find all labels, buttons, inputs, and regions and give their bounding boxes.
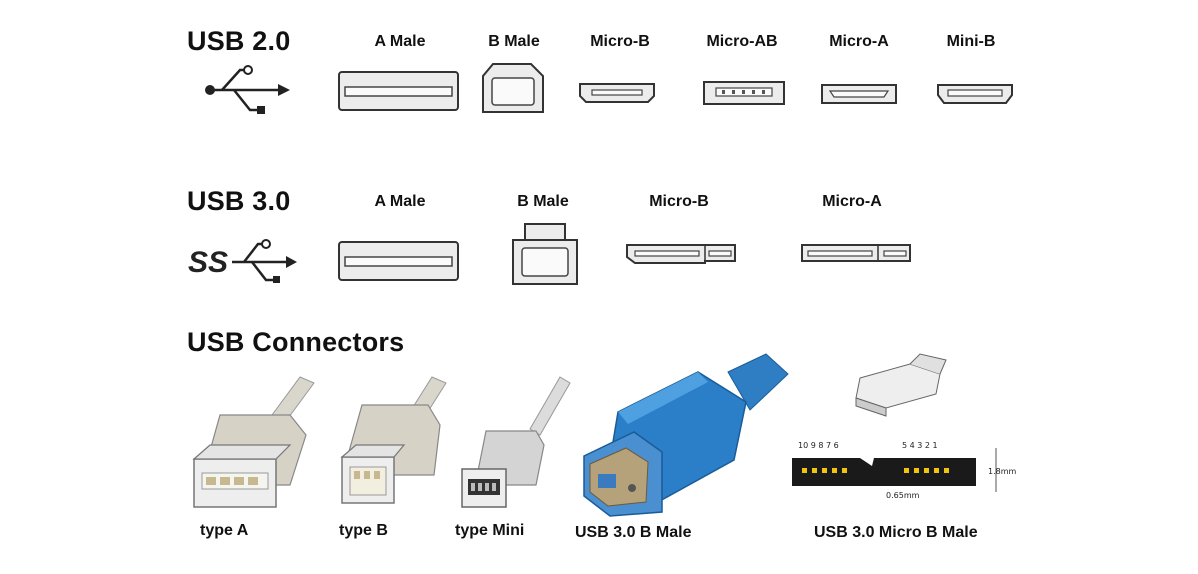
usb2-label-micro-b: Micro-B [590,33,650,50]
caption-usb3-b-male: USB 3.0 B Male [575,524,692,541]
usb2-a-male-shape [338,71,459,111]
usb3-micro-a-shape [801,244,911,262]
usb2-micro-ab-shape [703,81,785,105]
usb-trident-icon [205,65,290,114]
usb3-label-micro-b: Micro-B [649,193,709,210]
usb2-micro-b-shape [579,83,655,103]
usb2-b-male-shape [482,63,544,113]
caption-type-b: type B [339,522,388,539]
dim-height-label: 1.8mm [988,467,1017,476]
usb3-a-male-shape [338,241,459,281]
usb3-micro-b-shape [626,244,736,264]
pin-numbers-left: 10 9 8 7 6 [798,441,839,450]
type-mini-connector-illustration [461,376,571,508]
usb3-title: USB 3.0 [187,186,291,216]
usb2-title: USB 2.0 [187,26,291,56]
usb2-label-mini-b: Mini-B [946,33,996,50]
usb3-b-male-shape [512,223,578,285]
usb2-label-micro-ab: Micro-AB [706,33,778,50]
usb3-label-b-male: B Male [517,193,569,210]
usb3-label-micro-a: Micro-A [822,193,882,210]
usb3-label-a-male: A Male [374,193,426,210]
usb2-label-micro-a: Micro-A [829,33,889,50]
caption-type-a: type A [200,522,249,539]
connectors-title: USB Connectors [187,327,405,357]
type-a-connector-illustration [192,376,315,508]
pin-numbers-right: 5 4 3 2 1 [902,441,938,450]
usb-superspeed-icon: SS [188,239,297,283]
usb2-micro-a-shape [821,84,897,104]
usb3-b-male-blue-connector-illustration [583,353,789,517]
usb2-mini-b-shape [937,84,1013,104]
dim-gap-label: 0.65mm [886,491,920,500]
ss-logo-text: SS [188,246,228,279]
caption-usb3-micro-b-male: USB 3.0 Micro B Male [814,524,978,541]
usb2-label-a-male: A Male [374,33,426,50]
usb2-label-b-male: B Male [488,33,540,50]
caption-type-mini: type Mini [455,522,525,539]
type-b-connector-illustration [340,376,447,504]
usb3-micro-b-pinout-illustration: 10 9 8 7 6 5 4 3 2 1 1.8mm 0.65mm [792,353,1017,500]
